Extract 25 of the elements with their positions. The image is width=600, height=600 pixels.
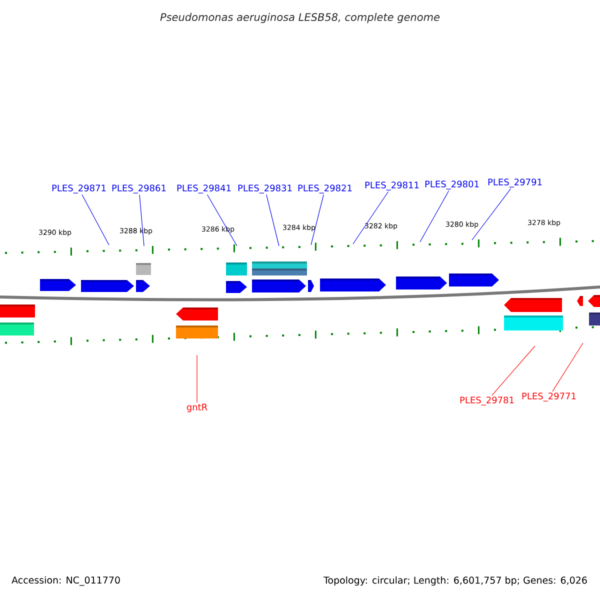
gene-label: PLES_29831 bbox=[238, 184, 292, 194]
gene-label: PLES_29791 bbox=[488, 178, 542, 188]
accession-text: Accession: NC_011770 bbox=[12, 576, 120, 586]
leader-line bbox=[139, 194, 144, 246]
title: Pseudomonas aeruginosa LESB58, complete genome bbox=[160, 12, 440, 24]
leader-line bbox=[420, 190, 450, 242]
leader-line bbox=[82, 194, 110, 246]
leader-line bbox=[492, 346, 536, 396]
leader-line bbox=[266, 194, 280, 246]
leader-line bbox=[196, 354, 198, 403]
gene-label: PLES_29811 bbox=[365, 182, 419, 190]
gene-label: PLES_29861 bbox=[112, 184, 166, 194]
gene-label: PLES_29821 bbox=[298, 184, 352, 194]
leader-line bbox=[310, 194, 324, 246]
leader-line bbox=[352, 191, 389, 244]
gene-label: PLES_29841 bbox=[177, 184, 231, 194]
gene-label: PLES_29781 bbox=[460, 396, 514, 406]
gene-label: PLES_29771 bbox=[522, 392, 576, 402]
gene-label: PLES_29801 bbox=[425, 180, 479, 190]
leader-line bbox=[552, 342, 584, 392]
leader-line bbox=[472, 188, 512, 240]
gene-label: PLES_29871 bbox=[52, 184, 106, 194]
gene-label: gntR bbox=[186, 404, 208, 412]
genome-info-text: Topology: circular; Length: 6,601,757 bp; Genes: 6,026 bbox=[323, 576, 587, 586]
leader-line bbox=[206, 194, 238, 246]
